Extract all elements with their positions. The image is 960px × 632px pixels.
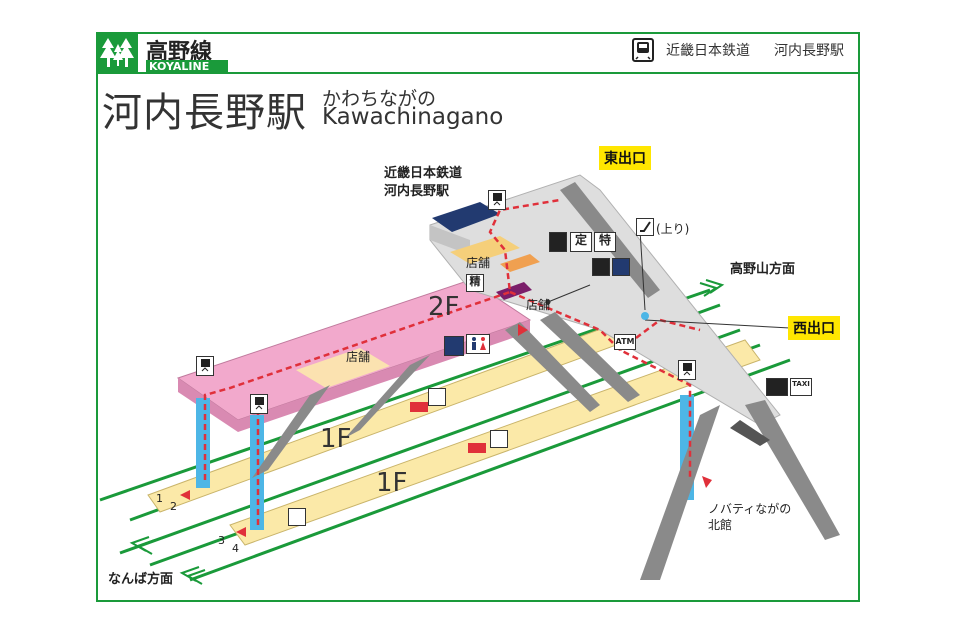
- phone-icon: [612, 258, 630, 276]
- stairs: [252, 182, 840, 580]
- track-1-label: 1: [156, 492, 163, 505]
- train-icon: [632, 38, 654, 62]
- elevator-icon: [196, 356, 214, 376]
- koyasan-direction-label: 高野山方面: [730, 262, 796, 277]
- kintetsu-label-1: 近畿日本鉄道: [384, 166, 463, 181]
- escalator-up-label: (上り): [656, 222, 690, 236]
- bus-icon: [766, 378, 788, 396]
- waiting-room-icon: [428, 388, 446, 406]
- direction-chevrons: [129, 279, 725, 585]
- atm-icon: ATM: [614, 334, 636, 350]
- namba-direction-label: なんば方面: [108, 572, 174, 587]
- shop-gate: [450, 236, 520, 264]
- track-4-label: 4: [232, 542, 239, 555]
- map-frame: [96, 32, 860, 602]
- restroom-icon: [466, 334, 490, 354]
- line-name-en: KOYALINE: [146, 60, 228, 74]
- coin-locker-icon: [549, 232, 567, 252]
- elevator-icon: [488, 190, 506, 210]
- teiki-icon: 定: [570, 232, 592, 252]
- novaty-label-2: 北館: [708, 518, 733, 532]
- escalator-icon: [636, 218, 654, 236]
- shop-label-2: 店舗: [526, 298, 551, 312]
- floor-2f-label: 2F: [428, 292, 460, 322]
- ticket-machine-icon: [592, 258, 610, 276]
- koya-line-logo-icon: [98, 34, 138, 72]
- ticket-gates: [432, 202, 500, 232]
- station-romaji: Kawachinagano: [322, 104, 504, 130]
- locker-block-2: [468, 443, 486, 453]
- locker-block-1: [410, 402, 428, 412]
- kintetsu-label-2: 河内長野駅: [384, 184, 450, 199]
- taxi-icon: TAXI: [790, 378, 812, 396]
- floor-1f-label-a: 1F: [320, 424, 352, 454]
- route-arrows: [180, 324, 712, 537]
- header-bar: [96, 32, 860, 74]
- station-name: 河内長野駅: [102, 90, 307, 136]
- elevator-shaft-1: [196, 398, 210, 488]
- fare-adjust-icon: 精: [466, 274, 484, 292]
- tokkyu-icon: 特: [594, 232, 616, 252]
- waiting-room-icon: [490, 430, 508, 448]
- track-2-label: 2: [170, 500, 177, 513]
- shop-label-3: 店舗: [346, 350, 371, 364]
- track-3-label: 3: [218, 534, 225, 547]
- station-kana: かわちながの: [322, 88, 437, 110]
- novaty-label-1: ノバティながの: [708, 502, 792, 516]
- elevator-icon: [678, 360, 696, 380]
- west-exit-label: 西出口: [788, 316, 840, 340]
- shop-label-1: 店舗: [466, 256, 491, 270]
- wheelchair-icon: [444, 336, 464, 356]
- shop-area: [296, 348, 390, 388]
- barrier-free-routes: [203, 198, 701, 525]
- elevator-icon: [250, 394, 268, 414]
- east-exit-label: 東出口: [599, 146, 651, 170]
- operator-name: 近畿日本鉄道: [666, 43, 750, 59]
- phone-icon: [288, 508, 306, 526]
- floor-1f-label-b: 1F: [376, 468, 408, 498]
- operator-station-name: 河内長野駅: [774, 43, 844, 59]
